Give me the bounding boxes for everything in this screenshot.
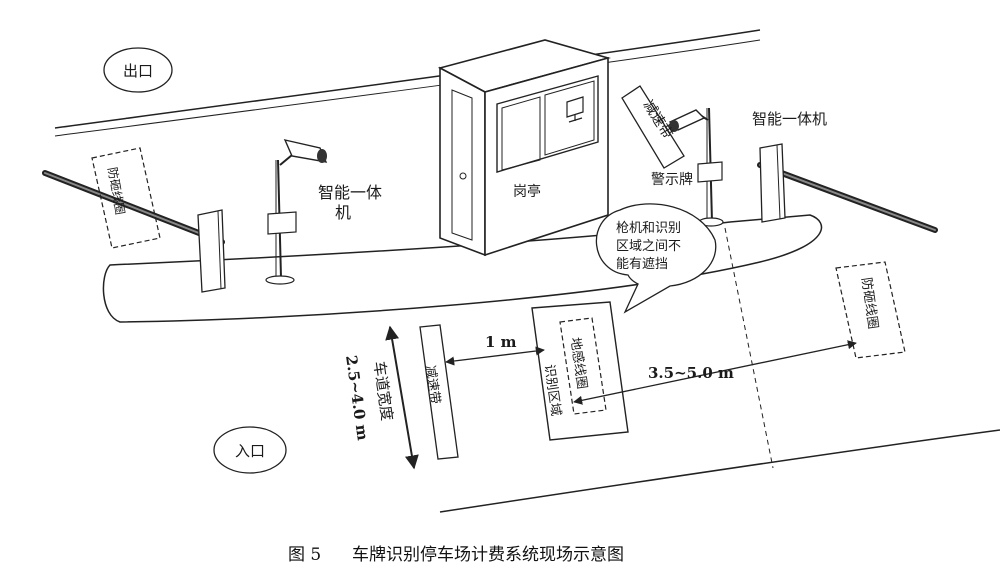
anti-smash-coil-left-label: 防砸线圈 bbox=[105, 166, 128, 216]
lane-width-arrow bbox=[385, 325, 419, 470]
callout-text-2: 区域之间不 bbox=[616, 239, 681, 254]
entrance-label: 入口 bbox=[235, 442, 265, 460]
recognition-zone-label: 识别区域 bbox=[541, 363, 563, 417]
road-edge-bottom bbox=[439, 429, 1000, 513]
pole-icon bbox=[265, 159, 297, 285]
camera-icon bbox=[668, 109, 709, 132]
dimension-range-arrow bbox=[573, 340, 857, 405]
lane-width-label: 车道宽度 bbox=[370, 360, 396, 422]
warning-sign-label: 警示牌 bbox=[651, 171, 693, 188]
anti-smash-coil-right bbox=[835, 261, 906, 359]
monitor-icon bbox=[566, 96, 584, 123]
exit-label: 出口 bbox=[123, 62, 153, 80]
ground-sense-coil-label: 地感线圈 bbox=[567, 336, 590, 390]
anti-smash-coil-left bbox=[91, 147, 161, 249]
callout-bubble bbox=[595, 203, 717, 314]
speed-bump-sign bbox=[621, 85, 685, 169]
callout-text-3: 能有遮挡 bbox=[616, 256, 668, 272]
dimension-1m-label: 1 m bbox=[485, 333, 517, 351]
figure-title: 车牌识别停车场计费系统现场示意图 bbox=[352, 545, 624, 565]
barrier-gate-icon bbox=[757, 143, 938, 233]
speed-bump-ground-label: 减速带 bbox=[422, 364, 442, 405]
anti-smash-coil-right-label: 防砸线圈 bbox=[858, 276, 881, 330]
dimension-range-label: 3.5~5.0 m bbox=[648, 364, 734, 382]
exit-oval bbox=[103, 47, 173, 93]
smart-unit-left-label-2: 机 bbox=[335, 203, 351, 222]
booth-label: 岗亭 bbox=[513, 183, 541, 200]
dashed-guide-line bbox=[724, 227, 774, 469]
speed-bump-ground bbox=[419, 324, 459, 460]
entrance-oval bbox=[213, 426, 287, 474]
ground-sense-coil bbox=[559, 317, 607, 415]
lane-width-dimension: 2.5~4.0 m bbox=[342, 354, 372, 442]
smart-unit-right-label: 智能一体机 bbox=[752, 110, 827, 128]
camera-icon bbox=[279, 139, 328, 166]
callout-text-1: 枪机和识别 bbox=[616, 220, 681, 236]
figure-number: 图 5 bbox=[288, 545, 321, 565]
smart-unit-left-label-1: 智能一体 bbox=[318, 183, 382, 202]
barrier-gate-icon bbox=[42, 170, 226, 293]
dimension-1m-arrow bbox=[445, 346, 545, 366]
booth bbox=[437, 39, 611, 257]
pole-icon bbox=[697, 107, 724, 227]
